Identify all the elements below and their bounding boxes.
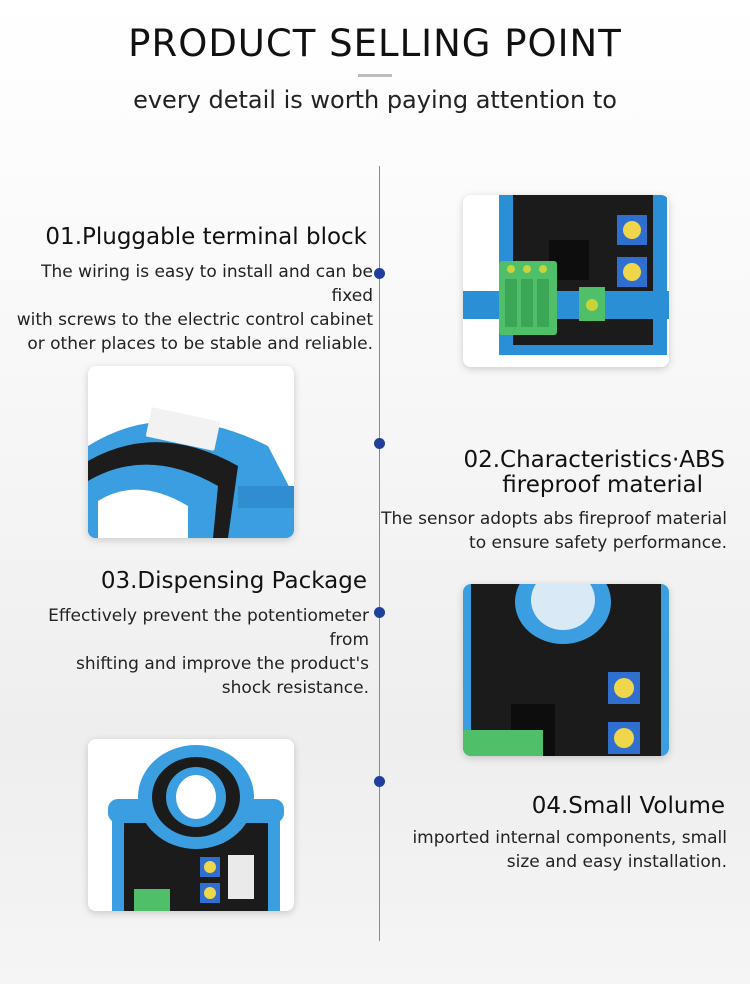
title-divider (358, 74, 392, 77)
feature-4-desc-line: imported internal components, small (412, 828, 727, 848)
product-image-full-sensor (88, 739, 294, 911)
product-image-abs-housing (88, 366, 294, 538)
feature-2-desc-line: to ensure safety performance. (469, 533, 727, 553)
feature-3-desc: Effectively prevent the potentiometer fr… (4, 604, 369, 700)
page-subtitle: every detail is worth paying attention t… (133, 86, 617, 114)
timeline-dot-3 (374, 607, 385, 618)
page-title: PRODUCT SELLING POINT (128, 22, 622, 65)
feature-4-desc-line: size and easy installation. (506, 852, 727, 872)
feature-2-title: 02.Characteristics·ABS fireproof materia… (463, 448, 725, 498)
feature-3-title: 03.Dispensing Package (100, 568, 367, 594)
feature-2-desc-line: The sensor adopts abs fireproof material (381, 509, 727, 529)
product-image-potentiometer (463, 584, 669, 756)
feature-2-title-line: fireproof material (502, 472, 703, 498)
feature-1-desc-line: The wiring is easy to install and can be… (41, 262, 373, 306)
feature-2-title-line: 02.Characteristics·ABS (463, 447, 725, 473)
feature-1-desc-line: or other places to be stable and reliabl… (27, 334, 373, 354)
feature-3-desc-line: shifting and improve the product's (75, 654, 369, 674)
feature-1-title: 01.Pluggable terminal block (45, 224, 367, 250)
timeline-dot-2 (374, 438, 385, 449)
product-image-terminal-block (463, 195, 669, 367)
feature-2-desc: The sensor adopts abs fireproof material… (367, 507, 727, 555)
feature-3-desc-line: Effectively prevent the potentiometer fr… (48, 606, 369, 650)
feature-3-desc-line: shock resistance. (221, 678, 369, 698)
timeline-line (379, 166, 380, 941)
feature-1-desc-line: with screws to the electric control cabi… (16, 310, 373, 330)
timeline-dot-1 (374, 268, 385, 279)
feature-4-title: 04.Small Volume (531, 793, 725, 819)
timeline-dot-4 (374, 776, 385, 787)
feature-1-desc: The wiring is easy to install and can be… (3, 260, 373, 356)
feature-4-desc: imported internal components, small size… (387, 826, 727, 874)
